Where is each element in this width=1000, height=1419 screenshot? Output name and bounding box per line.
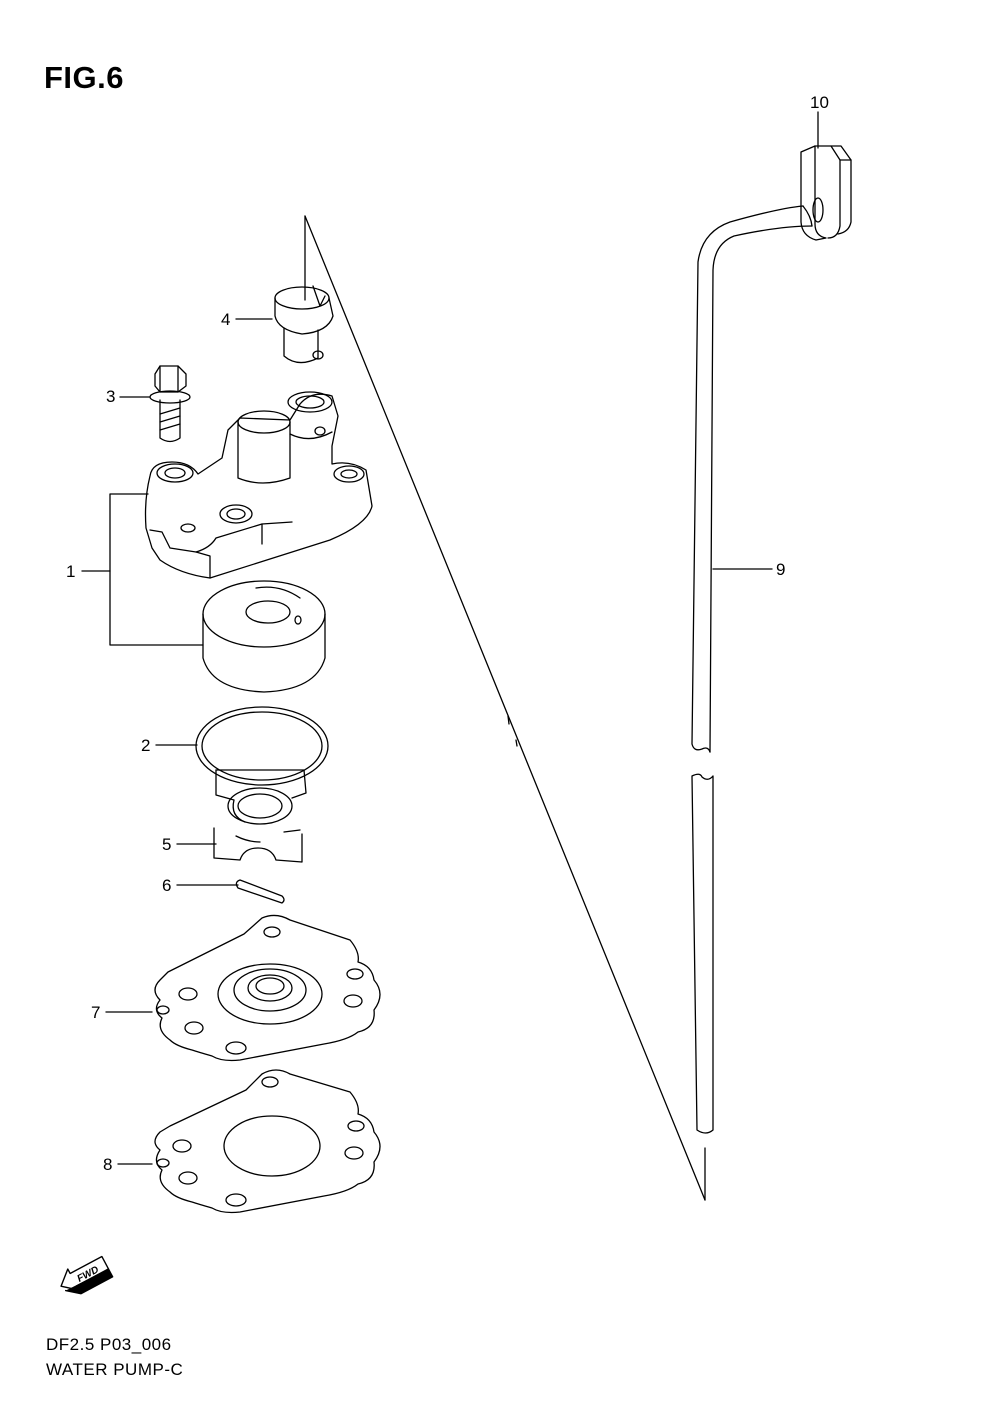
pump-liner-part-1 <box>203 581 325 692</box>
fwd-arrow-icon: FWD <box>55 1252 112 1300</box>
water-tube-part-9 <box>692 206 812 1133</box>
callout-label-1: 1 <box>66 562 76 581</box>
impeller-part-5 <box>214 770 306 862</box>
pump-case-part-1 <box>146 392 373 578</box>
bolt-part-3 <box>150 366 190 442</box>
callout-label-6: 6 <box>162 876 172 895</box>
leader-lines <box>82 112 818 1164</box>
pump-plate-part-7 <box>155 915 380 1060</box>
callout-label-4: 4 <box>221 310 231 329</box>
callout-label-3: 3 <box>106 387 116 406</box>
callout-label-7: 7 <box>91 1003 101 1022</box>
gasket-part-8 <box>155 1070 380 1213</box>
figure-code: DF2.5 P03_006 <box>46 1335 172 1354</box>
callout-label-10: 10 <box>810 93 829 112</box>
figure-name: WATER PUMP-C <box>46 1360 184 1379</box>
grommet-part-10 <box>801 146 851 240</box>
key-pin-part-6 <box>236 880 284 903</box>
callout-label-8: 8 <box>103 1155 113 1174</box>
figure-title: FIG.6 <box>44 60 125 95</box>
callout-label-9: 9 <box>776 560 786 579</box>
callout-label-2: 2 <box>141 736 151 755</box>
o-ring-part-2 <box>196 707 328 785</box>
callout-label-5: 5 <box>162 835 172 854</box>
assembly-guide-lines <box>305 216 705 1200</box>
pipe-joint-part-4 <box>275 286 333 363</box>
